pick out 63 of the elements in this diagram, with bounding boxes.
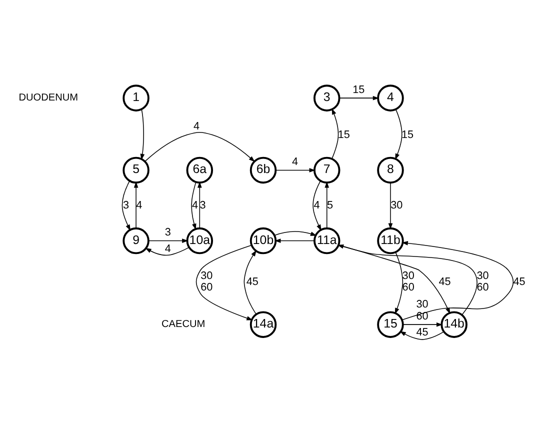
- edge-label: 3: [122, 198, 129, 211]
- arrow: [122, 180, 131, 230]
- node-circle: 5: [122, 156, 150, 184]
- arrow: [337, 244, 478, 315]
- node-circle: 8: [377, 156, 404, 184]
- edge-label: 45: [438, 275, 451, 288]
- arrow: [274, 238, 315, 242]
- arrow: [275, 168, 316, 172]
- arrow: [339, 95, 380, 100]
- node-circle: 11b: [377, 226, 404, 254]
- node-circle: 14b: [440, 310, 468, 338]
- arrow: [145, 246, 190, 256]
- arrow: [394, 251, 404, 314]
- node-circle: 11a: [313, 226, 340, 254]
- arrow: [274, 230, 317, 236]
- edge-label: 30 60: [200, 269, 213, 294]
- edge-label: 3: [200, 198, 206, 211]
- edge-label: 30 60: [402, 269, 414, 294]
- node-circle: 14a: [250, 310, 277, 338]
- arrow: [402, 240, 514, 320]
- node-circle: 10a: [186, 226, 214, 254]
- edge-label: 15: [402, 128, 414, 140]
- edge-label: 30: [390, 198, 403, 211]
- edge-label: 4: [164, 242, 171, 254]
- arrow: [191, 181, 196, 230]
- arrow: [402, 322, 443, 326]
- arrow: [388, 182, 393, 229]
- label: CAECUM: [162, 318, 206, 330]
- arrow: [338, 244, 450, 314]
- node-circle: 9: [122, 226, 150, 254]
- edge-label: 4: [292, 155, 298, 168]
- edge-label: 15: [352, 83, 365, 96]
- edge-label: 4: [192, 198, 198, 211]
- edge-label: 3: [164, 226, 171, 238]
- arrow: [144, 131, 255, 162]
- arrow: [312, 180, 322, 230]
- node-circle: 4: [377, 84, 404, 111]
- edge-label: 15: [338, 128, 350, 140]
- arrow: [400, 330, 444, 340]
- edge-label: 4: [194, 120, 200, 132]
- node-circle: 6a: [186, 156, 214, 184]
- node-circle: 3: [313, 84, 340, 111]
- arrow: [332, 108, 339, 159]
- edge-label: 45: [246, 275, 258, 288]
- arrow: [196, 244, 253, 320]
- arrow: [324, 181, 330, 228]
- edge-label: 30 60: [476, 269, 489, 294]
- arrow: [395, 108, 402, 160]
- label: DUODENUM: [18, 92, 78, 104]
- arrow: [244, 250, 257, 314]
- edge-label: 30 60: [416, 298, 428, 322]
- edge-label: 45: [513, 275, 526, 288]
- node-circle: 15: [377, 310, 404, 338]
- node-circle: 10b: [250, 226, 277, 254]
- edge-label: 4: [314, 198, 320, 211]
- edge-label: 45: [416, 326, 428, 338]
- edge-label: 5: [326, 198, 333, 211]
- arrow: [148, 238, 188, 242]
- arrow: [140, 108, 145, 160]
- node-circle: 7: [313, 156, 340, 184]
- arrow: [134, 181, 138, 228]
- arrow: [197, 181, 202, 228]
- node-circle: 1: [122, 84, 150, 111]
